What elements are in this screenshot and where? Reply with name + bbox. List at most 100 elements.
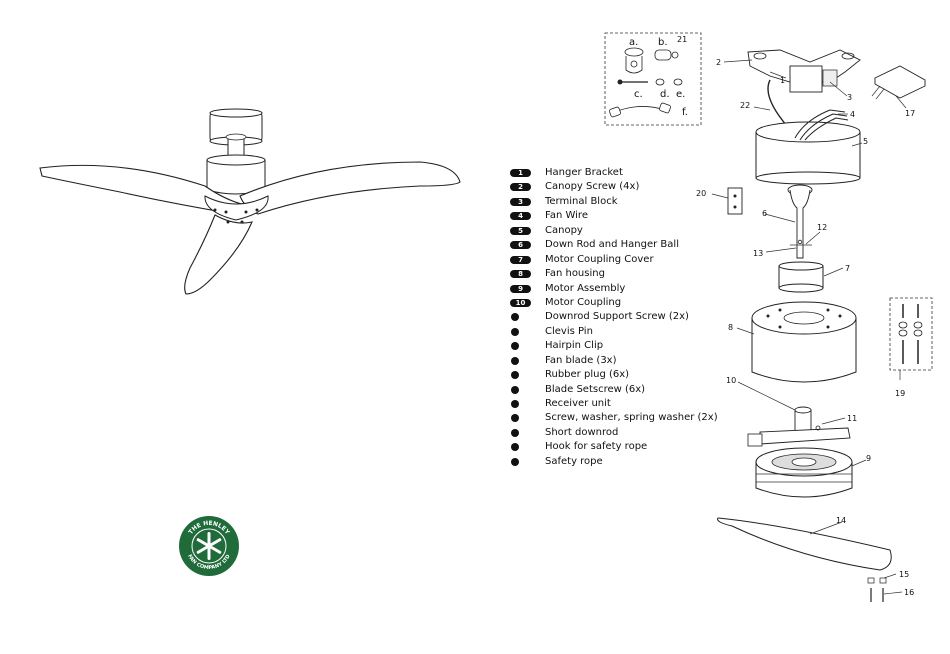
label-9: 9 [866,454,871,463]
part-name: Screw, washer, spring washer (2x) [545,412,718,424]
parts-list-item: 1 Hanger Bracket [510,166,710,180]
label-10: 10 [726,376,736,385]
part-number-badge: 4 [510,212,531,221]
part-number-badge [511,327,519,336]
parts-list-item: Rubber plug (6x) [510,368,710,382]
motor-coupling-cover-illustration [778,261,824,293]
part-name: Rubber plug (6x) [545,369,630,381]
leader-lines [711,59,907,595]
part-name: Fan blade (3x) [545,354,617,366]
parts-list-item: 8 Fan housing [510,267,710,281]
part-name: Safety rope [545,455,603,467]
label-20: 20 [696,189,706,198]
label-1: 1 [780,76,785,85]
parts-list-item: 4 Fan Wire [510,209,710,223]
fan-blade-illustration [717,517,892,602]
fan-emblem-icon [196,532,222,560]
part-name: Fan housing [545,268,605,280]
fan-housing-illustration [751,301,857,383]
part-number-badge [511,342,519,351]
part-number-badge: 2 [510,183,531,192]
motor-coupling-illustration [747,406,851,447]
label-5: 5 [863,137,868,146]
part-number-badge: 1 [510,169,531,177]
part-name: Motor Assembly [545,282,626,294]
part-name: Down Rod and Hanger Ball [545,239,679,251]
label-19: 19 [895,389,905,398]
part-name: Canopy [545,224,583,236]
part-name: Motor Coupling [545,296,622,308]
parts-list-item: Clevis Pin [510,325,710,339]
down-rod-illustration [787,184,813,259]
label-8: 8 [728,323,733,332]
label-7: 7 [845,264,850,273]
parts-list-item: 3 Terminal Block [510,195,710,209]
hw-label-b: b. [658,37,668,48]
hw-label-c: c. [634,89,643,100]
hardware-detail-box: a. b. 21 c. d. e. f. [604,32,702,126]
part-number-badge: 8 [510,270,531,279]
label-11: 11 [847,414,857,423]
label-12: 12 [817,223,827,232]
label-16: 16 [904,588,914,597]
part-number-badge [511,443,519,452]
parts-list-item: Fan blade (3x) [510,354,710,368]
hw-label-f: f. [682,107,688,118]
part-number-badge [511,356,519,365]
screws-detail-box [889,297,933,371]
receiver-unit-illustration [871,65,926,100]
part-number-badge [511,313,519,322]
label-14: 14 [836,516,846,525]
hanger-bracket-illustration [747,49,861,141]
label-15: 15 [899,570,909,579]
part-name: Short downrod [545,426,619,438]
part-name: Terminal Block [545,195,618,207]
parts-list-item: Receiver unit [510,397,710,411]
parts-list-item: 6 Down Rod and Hanger Ball [510,238,710,252]
label-6: 6 [762,209,767,218]
part-number-badge [511,457,519,466]
parts-list-item: Safety rope [510,455,710,469]
part-name: Downrod Support Screw (2x) [545,311,689,323]
part-name: Clevis Pin [545,325,593,337]
parts-list-item: Hairpin Clip [510,339,710,353]
diagram-labels: 2 1 3 4 5 17 22 20 6 13 12 7 8 19 10 11 … [696,58,915,597]
label-13: 13 [753,249,763,258]
label-3: 3 [847,93,852,102]
part-number-badge [511,385,519,394]
label-4: 4 [850,110,855,119]
part-name: Receiver unit [545,398,611,409]
part-number-badge [511,414,519,423]
henley-fan-logo: THE HENLEY FAN COMPANY LTD [179,516,239,576]
short-downrod-illustration [727,187,743,215]
part-number-badge: 6 [510,241,531,250]
label-2: 2 [716,58,721,67]
parts-list: 1 Hanger Bracket 2 Canopy Screw (4x) 3 Termin… [510,166,718,469]
part-name: Hairpin Clip [545,340,604,352]
parts-list-item: 9 Motor Assembly [510,282,710,296]
part-number-badge [511,400,519,408]
part-number-badge [511,428,519,437]
part-name: Fan Wire [545,210,588,222]
parts-list-item: Screw, washer, spring washer (2x) [510,411,718,425]
motor-assembly-illustration [755,447,853,498]
part-name: Canopy Screw (4x) [545,181,640,193]
part-number-badge: 3 [510,197,531,206]
hw-label-a: a. [629,37,638,48]
parts-list-item: Hook for safety rope [510,440,710,454]
hw-label-d: d. [660,89,670,100]
parts-list-item: Short downrod [510,426,710,440]
parts-list-item: 2 Canopy Screw (4x) [510,180,710,194]
label-22: 22 [740,101,750,110]
part-name: Hook for safety rope [545,441,648,453]
canopy-illustration [755,109,861,185]
part-number-badge: 9 [510,284,531,293]
part-number-badge: 5 [510,226,531,235]
part-name: Hanger Bracket [545,167,623,178]
assembled-fan-illustration [39,108,461,295]
parts-list-item: 5 Canopy [510,224,710,238]
part-number-badge: 7 [510,255,531,264]
